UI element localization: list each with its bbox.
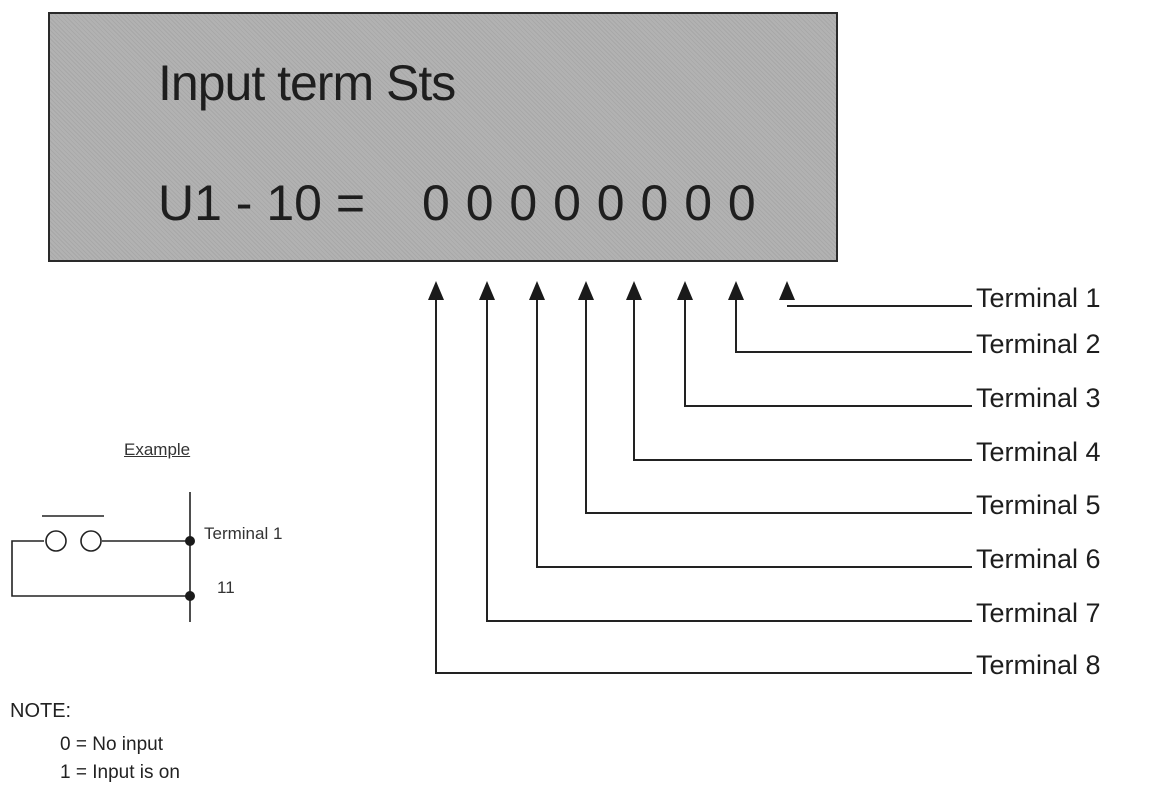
lcd-display: Input term Sts U1 - 10 = 0 0 0 0 0 0 0 0 xyxy=(48,12,838,262)
terminal-label-6: Terminal 6 xyxy=(976,544,1101,574)
note-line-1: 1 = Input is on xyxy=(60,762,180,783)
switch-contact-right-icon xyxy=(80,530,102,552)
display-parameter: U1 - 10 = xyxy=(158,175,366,231)
circuit-wire-top-left xyxy=(11,540,190,597)
terminal-label-3: Terminal 3 xyxy=(976,383,1101,413)
example-common-label: 11 xyxy=(217,578,235,597)
switch-contact-left-icon xyxy=(45,530,67,552)
arrow-terminal-1 xyxy=(779,281,795,300)
display-bits: 0 0 0 0 0 0 0 0 xyxy=(422,175,756,231)
leader-line-terminal-8 xyxy=(435,300,972,674)
terminal-label-5: Terminal 5 xyxy=(976,490,1101,520)
leader-line-terminal-4 xyxy=(633,300,972,461)
arrow-terminal-7 xyxy=(479,281,495,300)
arrow-terminal-6 xyxy=(529,281,545,300)
leader-line-terminal-7 xyxy=(486,300,972,622)
example-terminal-label: Terminal 1 xyxy=(204,524,283,543)
note-line-0: 0 = No input xyxy=(60,734,163,755)
terminal-label-7: Terminal 7 xyxy=(976,598,1101,628)
arrow-terminal-4 xyxy=(626,281,642,300)
leader-line-terminal-5 xyxy=(585,300,972,514)
leader-line-terminal-6 xyxy=(536,300,972,568)
terminal-label-1: Terminal 1 xyxy=(976,283,1101,313)
leader-line-terminal-2 xyxy=(735,300,972,353)
arrow-terminal-5 xyxy=(578,281,594,300)
leader-line-terminal-3 xyxy=(684,300,972,407)
terminal-label-8: Terminal 8 xyxy=(976,650,1101,680)
arrow-terminal-3 xyxy=(677,281,693,300)
terminal-label-4: Terminal 4 xyxy=(976,437,1101,467)
display-title: Input term Sts xyxy=(158,55,456,111)
note-heading: NOTE: xyxy=(10,700,72,722)
example-circuit xyxy=(11,492,191,622)
terminal-label-2: Terminal 2 xyxy=(976,329,1101,359)
terminal-1-node-icon xyxy=(185,536,195,546)
arrow-terminal-8 xyxy=(428,281,444,300)
example-title: Example xyxy=(124,440,191,459)
terminal-11-node-icon xyxy=(185,591,195,601)
arrow-terminal-2 xyxy=(728,281,744,300)
